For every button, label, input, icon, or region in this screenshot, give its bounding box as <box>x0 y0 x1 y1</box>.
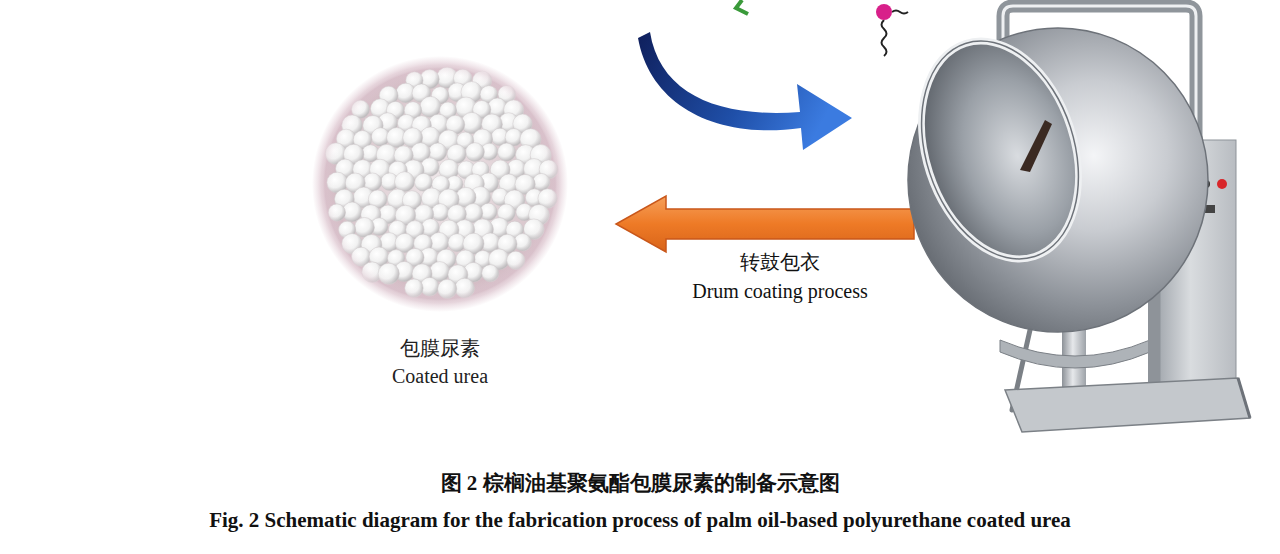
photo-ground <box>312 56 568 312</box>
urea-photo <box>312 56 568 312</box>
molecule-dot <box>876 4 892 20</box>
process-label: Drum coating process <box>692 277 868 305</box>
figure-caption: Fig. 2 Schematic diagram for the fabrica… <box>209 506 1071 534</box>
molecule-chain <box>892 11 908 14</box>
node-label: 包膜尿素 <box>312 334 568 362</box>
node-label: Coated urea <box>312 362 568 390</box>
node-texts: 包膜尿素Coated urea <box>312 334 568 390</box>
photo-vignette <box>312 56 568 312</box>
curved-arrow <box>638 32 852 150</box>
coated-urea-node: 包膜尿素Coated urea <box>312 56 568 390</box>
green-fragment <box>736 0 748 14</box>
process-arrow <box>616 196 914 252</box>
process-label: 转鼓包衣 <box>740 248 820 276</box>
drum-coater <box>895 6 1250 432</box>
figure-caption: 图 2 棕榈油基聚氨酯包膜尿素的制备示意图 <box>441 469 840 497</box>
molecule-chain <box>882 20 887 56</box>
